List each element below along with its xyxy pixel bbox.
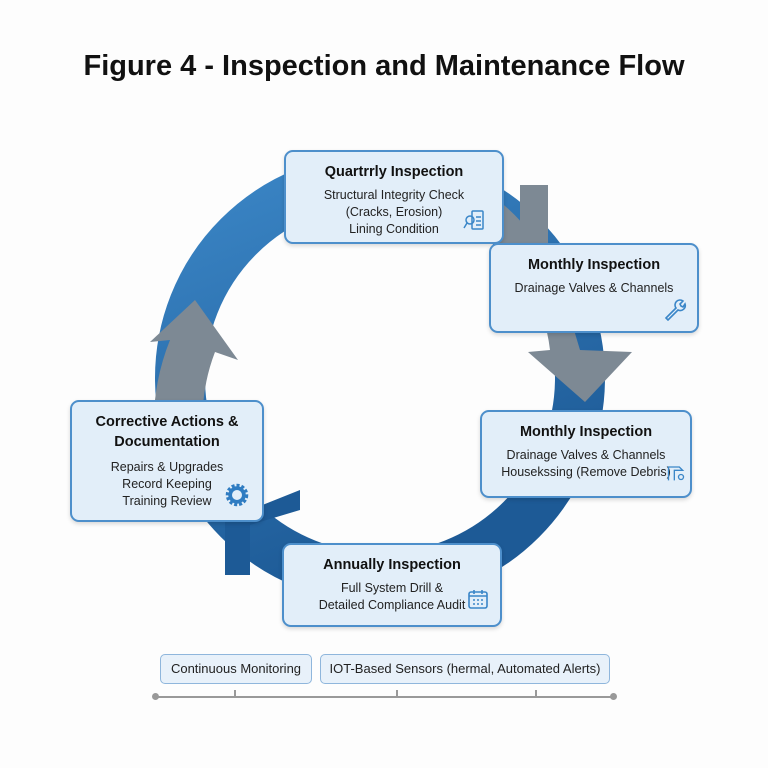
stage-heading: Monthly Inspection xyxy=(519,424,653,440)
stage-quarterly-inspection: Quartrrly Inspection Structural Integrit… xyxy=(284,150,504,244)
stage-heading: Quartrrly Inspection xyxy=(324,164,464,180)
stage-line: Drainage Valves & Channels xyxy=(506,448,666,462)
stage-heading: Corrective Actions & Documentation xyxy=(95,414,239,450)
calendar-icon xyxy=(468,590,488,609)
inspection-clipboard-icon xyxy=(463,210,484,230)
arrow-bottom-left xyxy=(225,490,300,575)
stage-line: Drainage Valves & Channels xyxy=(514,281,674,295)
gear-icon xyxy=(225,483,249,507)
stage-line: Record Keeping xyxy=(122,477,212,491)
timeline-tick xyxy=(234,690,236,698)
timeline-tick xyxy=(396,690,398,698)
arrow-top-right-head xyxy=(520,185,548,260)
timeline-tick xyxy=(535,690,537,698)
stage-line: Detailed Compliance Audit xyxy=(318,598,466,612)
stage-heading: Annually Inspection xyxy=(323,557,461,573)
continuous-monitoring-label: Continuous Monitoring xyxy=(160,654,312,684)
wrench-icon xyxy=(664,299,687,321)
timeline-start xyxy=(152,693,159,700)
stage-monthly-inspection-2: Monthly Inspection Drainage Valves & Cha… xyxy=(480,410,692,498)
stage-line: Structural Integrity Check xyxy=(323,188,465,202)
drain-pipe-icon xyxy=(667,466,685,481)
timeline-line xyxy=(155,696,615,698)
stage-corrective-actions: Corrective Actions & Documentation Repai… xyxy=(70,400,264,522)
stage-line: (Cracks, Erosion) xyxy=(345,205,443,219)
arrow-left xyxy=(150,300,238,405)
stage-annually-inspection: Annually Inspection Full System Drill & … xyxy=(282,543,502,627)
stage-line: Repairs & Upgrades xyxy=(110,460,224,474)
stage-monthly-inspection-1: Monthly Inspection Drainage Valves & Cha… xyxy=(489,243,699,333)
stage-line: Full System Drill & xyxy=(340,581,444,595)
stage-line: Lining Condition xyxy=(349,222,439,236)
stage-line: Housekssing (Remove Debris) xyxy=(501,465,671,479)
stage-heading: Monthly Inspection xyxy=(527,257,661,273)
figure-title: Figure 4 - Inspection and Maintenance Fl… xyxy=(83,50,685,82)
timeline-end xyxy=(610,693,617,700)
iot-sensors-label: IOT-Based Sensors (hermal, Automated Ale… xyxy=(320,654,610,684)
stage-line: Training Review xyxy=(122,494,212,508)
